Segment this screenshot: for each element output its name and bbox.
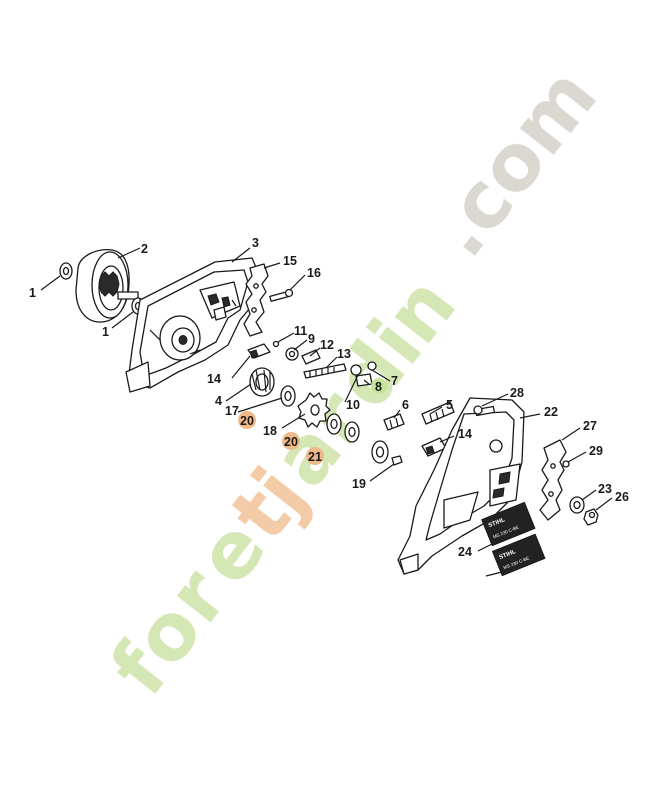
label-21: 21 — [308, 450, 322, 464]
label-18: 18 — [263, 424, 277, 438]
label-11: 11 — [294, 324, 307, 338]
label-6: 6 — [402, 398, 409, 412]
highlight-8 — [371, 378, 387, 394]
label-14a: 14 — [207, 372, 221, 386]
decal-group: STIHL MS 230 C-BE STIHL MS 230 C-BE — [481, 501, 546, 577]
label-2: 2 — [141, 242, 148, 256]
leader-lines — [40, 247, 613, 577]
label-28: 28 — [510, 386, 524, 400]
highlight-21 — [306, 447, 324, 465]
label-27: 27 — [583, 419, 597, 433]
label-7: 7 — [391, 374, 398, 388]
label-24: 24 — [458, 545, 472, 559]
highlight-20a — [238, 411, 256, 429]
label-9: 9 — [308, 332, 315, 346]
watermark-dotcom: .com — [414, 52, 615, 273]
label-12: 12 — [320, 338, 334, 352]
label-22: 22 — [544, 405, 558, 419]
clutch-drum-part — [59, 249, 145, 323]
highlight-20b — [282, 432, 300, 450]
label-4: 4 — [215, 394, 222, 408]
label-17: 17 — [225, 404, 239, 418]
label-16: 16 — [307, 266, 321, 280]
label-3: 3 — [252, 236, 259, 250]
part-labels: 1 2 1 3 15 16 11 9 12 13 14 7 8 10 4 17 … — [29, 236, 629, 559]
label-23: 23 — [598, 482, 612, 496]
highlight-markers — [238, 378, 387, 465]
label-5: 5 — [446, 398, 453, 412]
decal-upper: STIHL MS 230 C-BE — [481, 501, 536, 547]
label-19: 19 — [352, 477, 366, 491]
label-1a: 1 — [29, 286, 36, 300]
label-8: 8 — [375, 380, 382, 394]
label-15: 15 — [283, 254, 297, 268]
label-29: 29 — [589, 444, 603, 458]
outer-sprocket-cover-part — [397, 397, 525, 575]
right-bracket-part — [539, 439, 599, 526]
label-26: 26 — [615, 490, 629, 504]
label-10: 10 — [346, 398, 360, 412]
label-1b: 1 — [102, 325, 109, 339]
chain-sprocket-cover-part — [125, 257, 259, 393]
tensioner-bracket-part — [243, 263, 294, 337]
label-13: 13 — [337, 347, 351, 361]
label-20a: 20 — [240, 414, 254, 428]
decal-lower: STIHL MS 230 C-BE — [491, 533, 546, 577]
label-14b: 14 — [458, 427, 472, 441]
label-20b: 20 — [284, 435, 298, 449]
